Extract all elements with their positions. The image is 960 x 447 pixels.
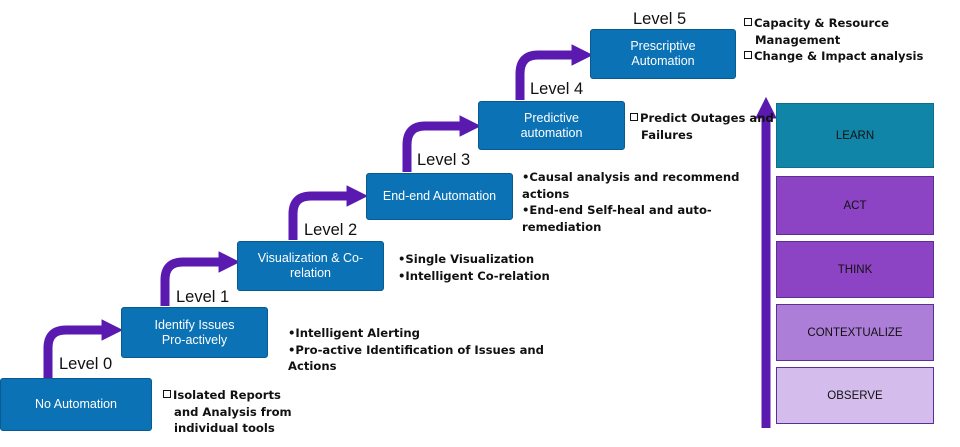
level3-box: End-end Automation	[366, 173, 513, 220]
note-line: Change & Impact analysis	[754, 49, 924, 63]
level4-label: Level 4	[530, 80, 584, 98]
note-line: Actions	[288, 359, 337, 373]
level5-box: Prescriptive Automation	[590, 29, 736, 79]
stack-observe: OBSERVE	[776, 367, 934, 424]
note-line: •Pro-active Identification of Issues and	[288, 342, 544, 357]
arrow-level4-to-level5	[515, 44, 594, 100]
checkbox-bullet-icon	[744, 18, 752, 26]
level0-notes: Isolated Reports and Analysis from indiv…	[163, 387, 292, 437]
level4-box: Predictive automation	[478, 101, 625, 150]
note-line: Capacity & Resource	[754, 16, 889, 30]
stack-contextualize: CONTEXTUALIZE	[776, 304, 934, 361]
level1-label: Level 1	[176, 288, 230, 306]
note-line: •Single Visualization	[398, 252, 535, 266]
level3-label: Level 3	[417, 151, 471, 169]
level2-box: Visualization & Co-relation	[237, 241, 384, 291]
level1-box: Identify Issues Pro-actively	[121, 307, 268, 358]
level2-notes: •Single Visualization •Intelligent Co-re…	[398, 251, 550, 284]
note-line: and Analysis from	[174, 404, 292, 419]
note-line: Failures	[641, 127, 693, 142]
level5-label: Level 5	[633, 10, 687, 28]
stack-think: THINK	[776, 241, 934, 298]
note-line: individual tools	[174, 421, 275, 435]
checkbox-bullet-icon	[163, 390, 171, 398]
level4-notes: Predict Outages and Failures	[630, 110, 774, 143]
note-line: Isolated Reports	[173, 388, 281, 402]
note-line: remediation	[522, 219, 602, 234]
checkbox-bullet-icon	[744, 51, 752, 59]
arrow-level1-to-level2	[160, 251, 241, 306]
note-line: •Causal analysis and recommend	[522, 170, 740, 184]
level5-notes: Capacity & Resource Management Change & …	[744, 15, 923, 65]
arrow-level0-to-level1	[43, 319, 124, 378]
note-line: •Intelligent Co-relation	[398, 268, 550, 283]
note-line: •Intelligent Alerting	[288, 326, 420, 340]
level1-notes: •Intelligent Alerting •Pro-active Identi…	[288, 325, 544, 375]
note-line: Management	[755, 32, 841, 47]
level3-notes: •Causal analysis and recommend actions •…	[522, 169, 739, 235]
arrow-level3-to-level4	[402, 115, 482, 172]
note-line: •End-end Self-heal and auto-	[522, 203, 712, 217]
stack-act: ACT	[776, 176, 934, 235]
note-line: actions	[522, 186, 570, 201]
level0-box: No Automation	[0, 378, 152, 431]
level0-label: Level 0	[59, 355, 113, 373]
arrow-level2-to-level3	[288, 185, 369, 240]
stack-learn: LEARN	[776, 103, 934, 168]
note-line: Predict Outages and	[640, 111, 774, 125]
checkbox-bullet-icon	[630, 113, 638, 121]
level2-label: Level 2	[304, 221, 358, 239]
